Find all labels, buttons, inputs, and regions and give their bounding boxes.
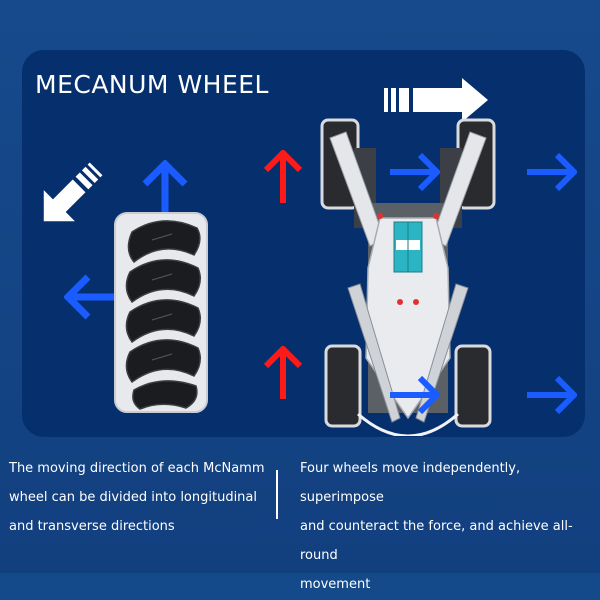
caption-left-line: and transverse directions: [9, 519, 175, 534]
red-arrow-up-bottom-icon: [263, 346, 303, 399]
caption-right: Four wheels move independently, superimp…: [300, 454, 600, 599]
caption-left-line: The moving direction of each McNamm: [9, 461, 265, 476]
bottom-band: [0, 573, 600, 600]
arrow-right-inner-bottom-icon: [390, 375, 440, 415]
arrow-right-inner-top-icon: [390, 152, 440, 192]
page-title: MECANUM WHEEL: [35, 70, 269, 99]
caption-left-line: wheel can be divided into longitudinal: [9, 490, 258, 505]
red-arrow-up-top-icon: [263, 150, 303, 203]
arrow-right-outer-bottom-icon: [527, 375, 577, 415]
arrow-left-icon: [64, 274, 122, 320]
feature-panel: [22, 50, 585, 437]
caption-divider: [276, 470, 278, 519]
caption-right-line: movement: [300, 577, 371, 592]
caption-left: The moving direction of each McNamm whee…: [9, 454, 274, 541]
caption-right-line: and counteract the force, and achieve al…: [300, 519, 573, 563]
right-arrow-white-icon: [384, 78, 488, 122]
diagonal-arrow-icon: [43, 162, 103, 222]
arrow-right-outer-top-icon: [527, 152, 577, 192]
arrow-up-icon: [142, 160, 188, 218]
mecanum-wheel-illustration: [114, 212, 208, 413]
caption-right-line: Four wheels move independently, superimp…: [300, 461, 521, 505]
